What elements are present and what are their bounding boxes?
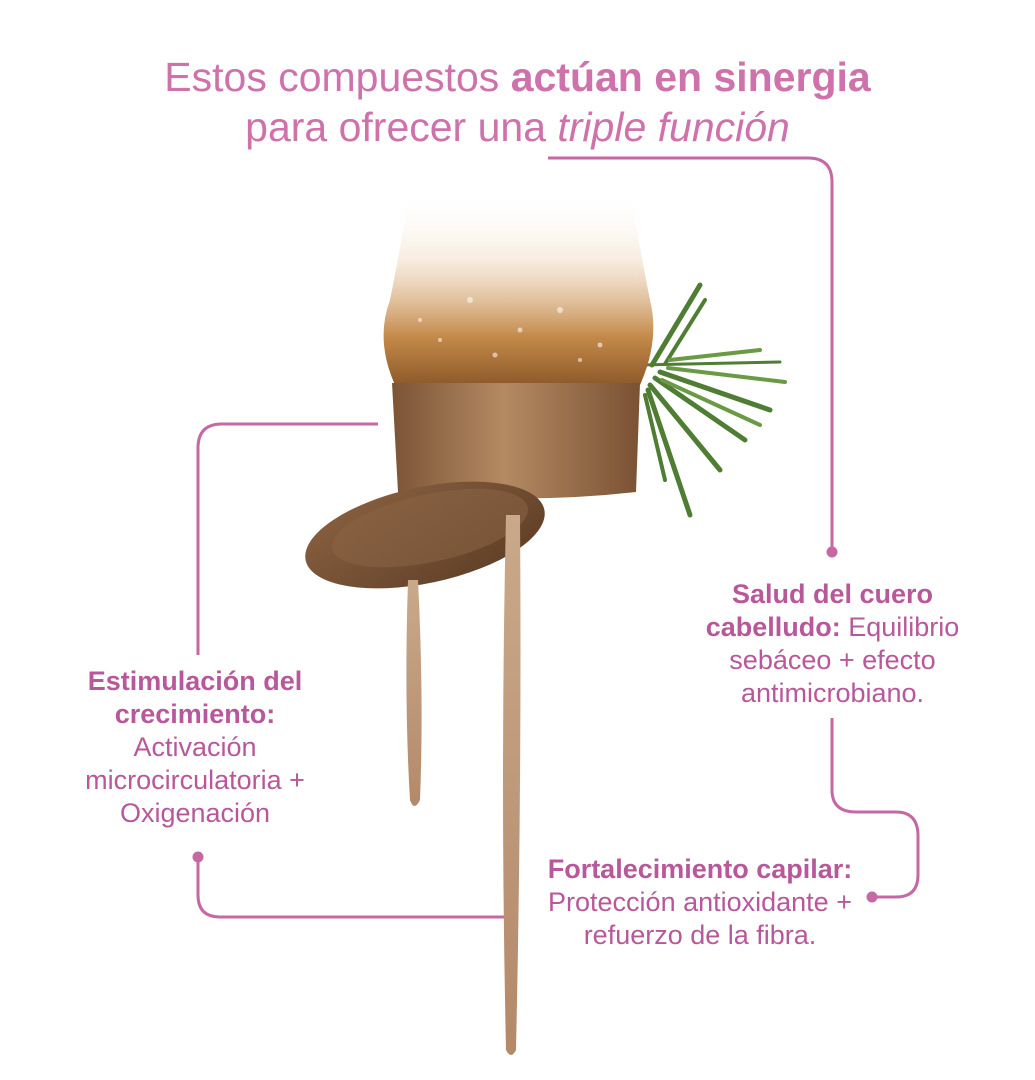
connector-headline-scalp	[548, 156, 834, 550]
headline-italic: triple función	[557, 104, 790, 150]
shampoo-bottle-image	[305, 190, 654, 1055]
connector-scalp-strength	[830, 718, 920, 899]
connector-growth-bottom	[196, 858, 512, 919]
headline-line-2: para ofrecer una triple función	[0, 102, 1035, 152]
connector-lines	[196, 156, 920, 919]
connector-dot-growth	[192, 851, 204, 863]
headline: Estos compuestos actúan en sinergia para…	[0, 52, 1035, 152]
benefit-growth: Estimulación del crecimiento: Activación…	[40, 665, 350, 830]
headline-line2-text: para ofrecer una	[245, 104, 558, 150]
benefit-strength-text: Protección antioxidante + refuerzo de la…	[548, 887, 852, 950]
connector-dot-scalp	[826, 546, 838, 558]
rosemary-sprig-icon	[638, 282, 787, 518]
headline-emphasis: actúan en sinergia	[510, 54, 871, 100]
benefit-scalp-text: Equilibrio sebáceo + efecto antimicrobia…	[729, 612, 960, 708]
benefit-scalp: Salud del cuero cabelludo: Equilibrio se…	[675, 578, 990, 710]
benefit-growth-title: Estimulación del crecimiento:	[87, 666, 303, 729]
benefit-scalp-title: Salud del cuero cabelludo:	[705, 579, 934, 642]
benefit-growth-text: Activación microcirculatoria + Oxigenaci…	[85, 732, 305, 828]
connector-dot-strength	[866, 891, 878, 903]
benefit-strength: Fortalecimiento capilar: Protección anti…	[520, 853, 880, 952]
benefit-strength-title: Fortalecimiento capilar:	[547, 854, 853, 884]
connector-growth	[196, 422, 378, 655]
headline-line1-text: Estos compuestos	[164, 54, 511, 100]
headline-line-1: Estos compuestos actúan en sinergia	[0, 52, 1035, 102]
